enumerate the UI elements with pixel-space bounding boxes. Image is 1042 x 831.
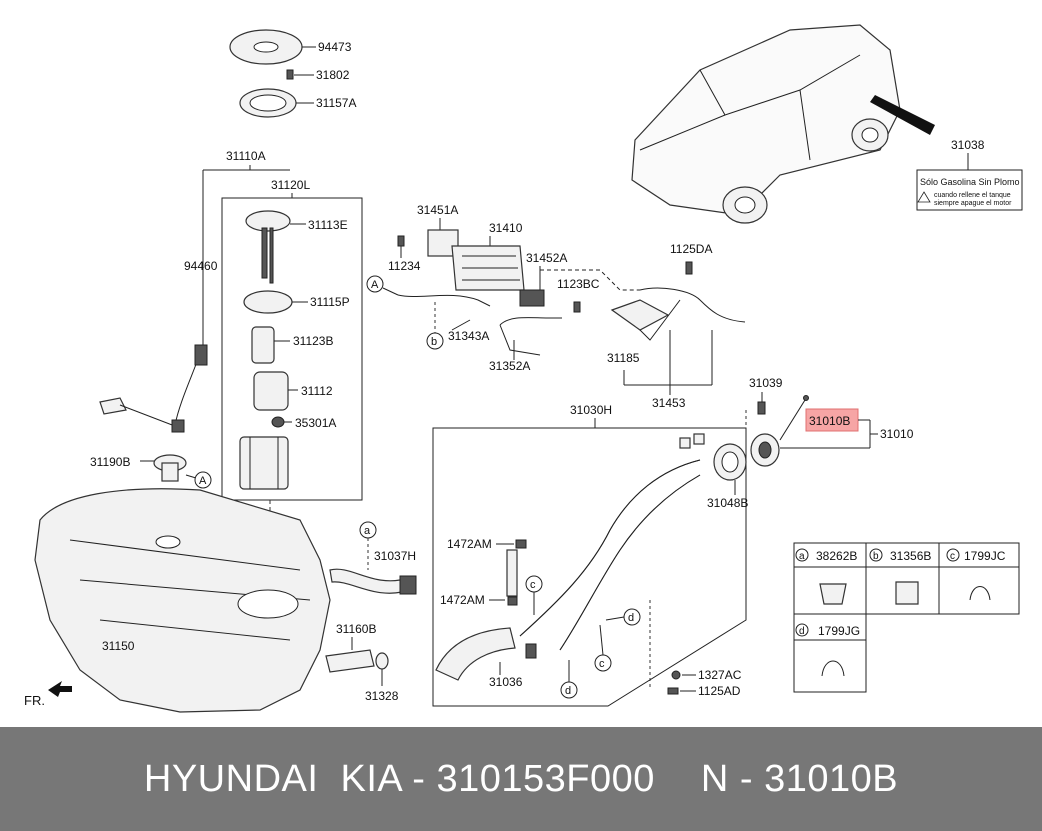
label-1327AC: 1327AC xyxy=(698,668,742,682)
label-31112: 31112 xyxy=(301,384,333,398)
pump-cover-group: 94473 31802 31157A xyxy=(229,29,356,118)
front-direction-group: FR. xyxy=(24,681,72,708)
filler-neck-box xyxy=(432,427,747,707)
label-31190B: 31190B xyxy=(90,455,130,469)
fuel-sticker-line1: cuando rellene el tanque xyxy=(934,192,1011,199)
callout-A-lower xyxy=(194,471,212,489)
footer-brand-part: HYUNDAI KIA - 310153F000 xyxy=(143,757,655,800)
fuel-sticker-line2: siempre apague el motor xyxy=(934,200,1012,207)
legend-d-key: d xyxy=(799,626,805,637)
label-35301A: 35301A xyxy=(295,416,336,430)
label-31410: 31410 xyxy=(489,221,523,235)
canister-group: 31451A 31410 11234 31452A 1123BC A b 313… xyxy=(366,203,640,373)
legend-b-callout xyxy=(869,548,883,562)
label-31120L: 31120L xyxy=(271,178,310,192)
label-31048B: 31048B xyxy=(707,496,748,510)
legend-b-key: b xyxy=(873,551,879,562)
clip-legend: a 38262B b 31356B c 1799JC d 1799JG xyxy=(793,542,1020,693)
label-1123BC: 1123BC xyxy=(557,277,600,291)
callout-d-lower-text: d xyxy=(565,685,571,697)
legend-c-key: c xyxy=(950,551,955,562)
label-94473: 94473 xyxy=(318,40,352,54)
screw-31802-shape xyxy=(286,69,294,80)
label-31451A: 31451A xyxy=(417,203,458,217)
label-31010B: 31010B xyxy=(809,414,850,428)
label-1125AD: 1125AD xyxy=(698,684,741,698)
legend-c-callout xyxy=(946,548,960,562)
callout-A-upper-text: A xyxy=(371,279,379,291)
legend-b-code: 31356B xyxy=(890,549,931,563)
filler-hose-shape xyxy=(435,627,516,681)
callout-c-lower-text: c xyxy=(599,658,605,670)
label-31115P: 31115P xyxy=(310,295,350,309)
fuel-tank-group: 31190B A 31150 xyxy=(34,454,331,713)
legend-d-callout xyxy=(795,623,809,637)
label-31452A: 31452A xyxy=(526,251,567,265)
vehicle-illustration: 31038 Sólo Gasolina Sin Plomo cuando rel… xyxy=(631,24,1023,224)
callout-b-canister xyxy=(426,332,444,350)
label-31185: 31185 xyxy=(607,351,640,365)
label-31123B: 31123B xyxy=(293,334,333,348)
label-31039: 31039 xyxy=(749,376,783,390)
legend-a-callout xyxy=(795,548,809,562)
sender-group: 94460 xyxy=(99,259,218,433)
vehicle-body-shape xyxy=(631,24,901,216)
legend-d-code: 1799JG xyxy=(818,624,860,638)
vapor-valve-shape xyxy=(610,299,670,331)
parts-diagram: 94473 31802 31157A 31110A 31120L 31113E … xyxy=(24,24,1023,713)
label-31150: 31150 xyxy=(102,639,135,653)
filler-cap-group: 31039 31010B 31010 xyxy=(745,376,914,467)
label-1125DA: 1125DA xyxy=(670,242,712,256)
label-31036: 31036 xyxy=(489,675,523,689)
label-31453: 31453 xyxy=(652,396,686,410)
legend-a-key: a xyxy=(799,551,805,562)
pump-module-group: 31110A 31120L 31113E 31115P 31123B 31112… xyxy=(202,149,363,575)
label-31010: 31010 xyxy=(880,427,914,441)
legend-a-code: 38262B xyxy=(816,549,857,563)
label-31328: 31328 xyxy=(365,689,399,703)
legend-c-code: 1799JC xyxy=(964,549,1006,563)
label-31030H: 31030H xyxy=(570,403,612,417)
label-31037H: 31037H xyxy=(374,549,416,563)
label-1472AM-upper: 1472AM xyxy=(447,537,492,551)
footer-n-number: N - 31010B xyxy=(700,757,899,800)
front-arrow-icon xyxy=(48,681,72,697)
label-31038: 31038 xyxy=(951,138,985,152)
label-31110A: 31110A xyxy=(226,149,266,163)
hose-group: a 31037H 31160B 31328 xyxy=(325,521,417,703)
label-94460: 94460 xyxy=(184,259,218,273)
callout-d-upper-text: d xyxy=(628,612,634,624)
label-31113E: 31113E xyxy=(308,218,348,232)
fuel-sticker-title: Sólo Gasolina Sin Plomo xyxy=(920,177,1020,187)
callout-A-lower-text: A xyxy=(199,475,207,487)
label-31157A: 31157A xyxy=(316,96,356,110)
label-31802: 31802 xyxy=(316,68,350,82)
callout-A-upper xyxy=(366,275,384,293)
callout-b-canister-text: b xyxy=(431,336,437,348)
label-11234: 11234 xyxy=(388,259,421,273)
front-label: FR. xyxy=(24,693,45,708)
fuel-sticker xyxy=(916,169,1023,211)
label-31343A: 31343A xyxy=(448,329,489,343)
label-1472AM-lower: 1472AM xyxy=(440,593,485,607)
part-number-banner: HYUNDAI KIA - 310153F000 N - 31010B xyxy=(0,727,1042,831)
callout-a-hose-text: a xyxy=(364,525,371,537)
filler-neck-group: 31030H 31048B 1472AM 1472AM c d c d xyxy=(432,403,748,707)
label-31160B: 31160B xyxy=(336,622,376,636)
callout-c-upper-text: c xyxy=(530,579,536,591)
label-31352A: 31352A xyxy=(489,359,530,373)
vapor-group: 1125DA 31185 31453 xyxy=(607,242,746,410)
